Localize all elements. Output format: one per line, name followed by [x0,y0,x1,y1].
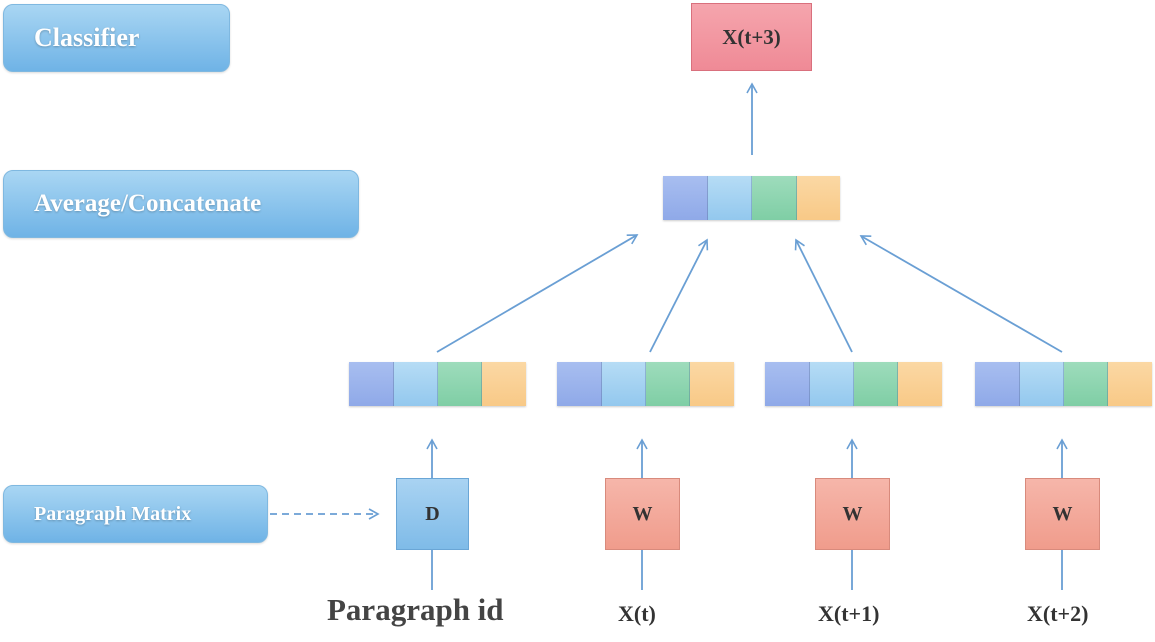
word-vector-xt1 [765,362,942,406]
input-word-xt1-label: X(t+1) [818,601,880,626]
vector-cell [708,176,752,220]
vector-cell [690,362,734,406]
vector-cell [1064,362,1108,406]
vector-cell [752,176,797,220]
arrow-d-to-avg [436,234,639,353]
vector-cell [349,362,394,406]
vector-cell [975,362,1020,406]
classifier-label: Classifier [3,4,230,72]
vector-cell [438,362,482,406]
vector-cell [1020,362,1064,406]
word-matrix-w-node-2: W [815,478,890,550]
average-vector [663,176,840,220]
input-word-xt-label: X(t) [618,601,656,626]
word-vector-xt [557,362,734,406]
vector-cell [482,362,526,406]
word-matrix-w-node-1: W [605,478,680,550]
arrow-xt1-to-avg [794,238,853,353]
paragraph-matrix-label: Paragraph Matrix [3,485,268,543]
vector-cell [1108,362,1152,406]
average-concatenate-label: Average/Concatenate [3,170,359,238]
word-vector-xt2 [975,362,1152,406]
arrow-xt2-to-avg [859,235,1063,353]
input-word-xt2-label: X(t+2) [1027,601,1089,626]
paragraph-vector [349,362,526,406]
arrow-xt-to-avg [649,238,709,353]
vector-cell [663,176,708,220]
vector-cell [646,362,690,406]
vector-cell [765,362,810,406]
vector-cell [810,362,854,406]
vector-cell [854,362,898,406]
paragraph-id-label: Paragraph id [327,592,504,627]
paragraph-matrix-d-node: D [396,478,469,550]
vector-cell [898,362,942,406]
vector-cell [602,362,646,406]
vector-cell [797,176,840,220]
output-node-x-t-plus-3: X(t+3) [691,3,812,71]
word-matrix-w-node-3: W [1025,478,1100,550]
vector-cell [557,362,602,406]
vector-cell [394,362,438,406]
